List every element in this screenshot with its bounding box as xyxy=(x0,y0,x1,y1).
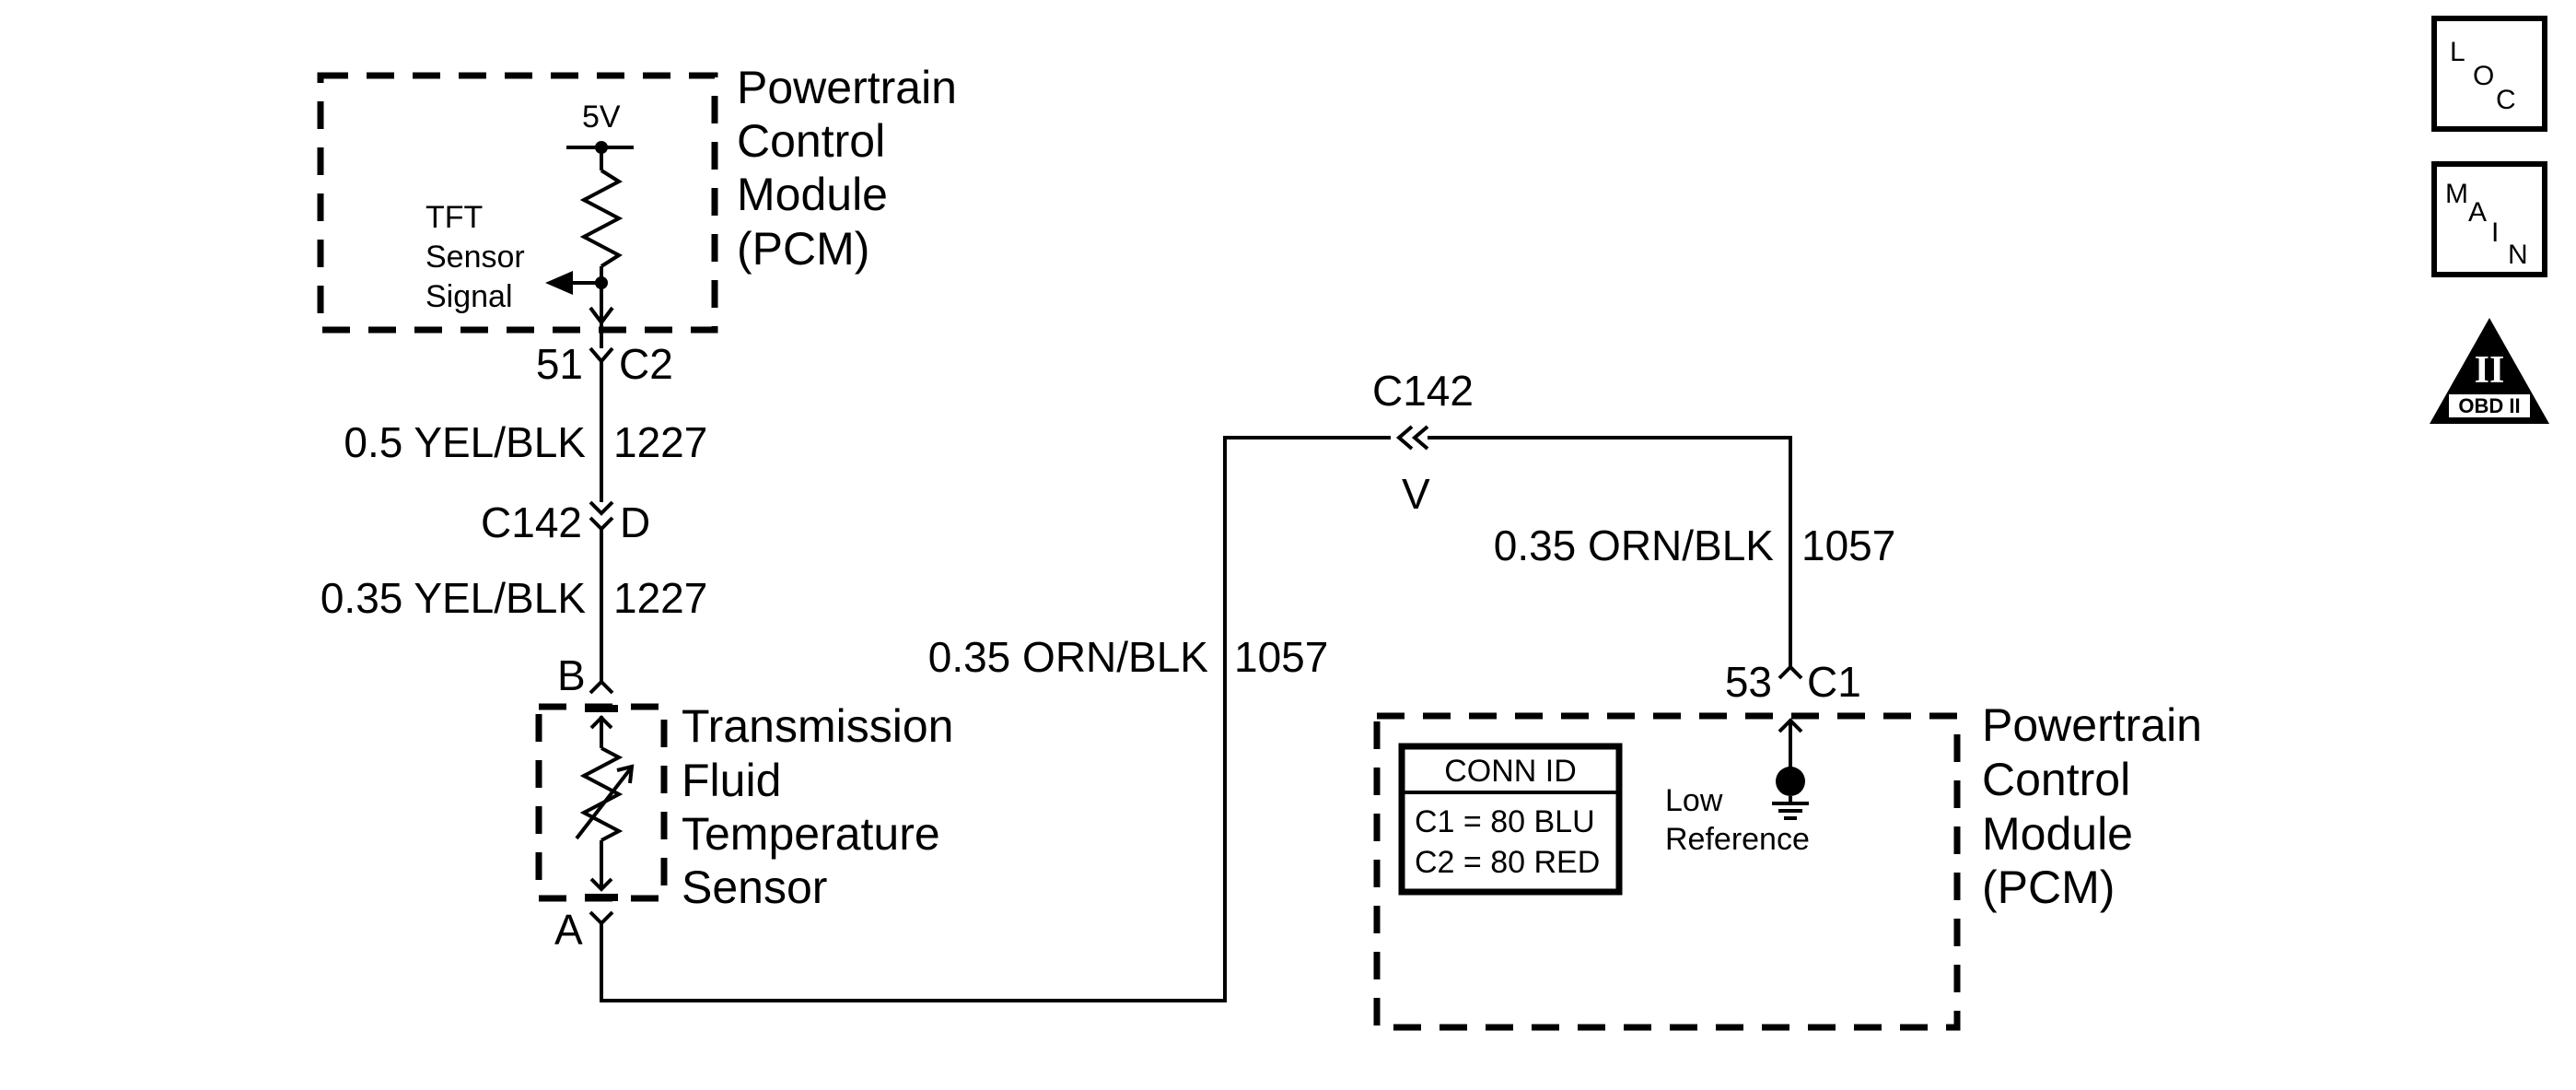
low-ref-label-line-2: Reference xyxy=(1665,822,1810,857)
sensor-name-line-2: Fluid xyxy=(682,755,781,806)
sensor-pin-a-chevron-icon xyxy=(589,910,614,926)
connector-c1-label: C1 xyxy=(1807,658,1861,706)
thermistor-symbol xyxy=(579,746,624,842)
pcm-bottom-title-line-1: Powertrain xyxy=(1982,699,2202,751)
loc-icon-frame xyxy=(2431,16,2547,132)
conn-id-row-1: C1 = 80 BLU xyxy=(1415,804,1595,839)
wire-1227-lower-gauge-color: 0.35 YEL/BLK xyxy=(321,574,586,622)
connector-c1-chevron-icon xyxy=(1778,664,1803,680)
loc-icon-letter-o: O xyxy=(2473,61,2494,91)
main-button[interactable]: M A I N xyxy=(2431,161,2547,277)
conn-id-frame xyxy=(1398,743,1623,896)
obd-ii-numeral: II xyxy=(2475,349,2505,392)
main-icon-letter-m: M xyxy=(2445,179,2468,209)
thermistor-variable-slash xyxy=(575,768,632,840)
sensor-pin-a-label: A xyxy=(554,906,583,954)
c142-d-pin-label: D xyxy=(620,498,650,546)
pcm-top-boundary xyxy=(317,72,718,334)
pin-51-label: 51 xyxy=(536,340,583,388)
obd-ii-button[interactable]: II OBD II xyxy=(2430,318,2549,424)
conn-id-table: CONN ID C1 = 80 BLU C2 = 80 RED xyxy=(1398,743,1623,896)
pcm-bottom-title-line-2: Control xyxy=(1982,754,2130,805)
sensor-pin-b-chevron-icon xyxy=(589,679,614,695)
low-ref-label-line-1: Low xyxy=(1665,783,1723,818)
c142-v-connector-label: C142 xyxy=(1372,367,1474,415)
pcm-bottom-title-line-4: (PCM) xyxy=(1982,861,2115,913)
pullup-resistor-symbol xyxy=(579,169,624,268)
loc-icon-letter-c: C xyxy=(2496,85,2516,115)
wire-1057-lower-circuit-number: 1057 xyxy=(1234,633,1328,681)
wire-1057-upper-circuit-number: 1057 xyxy=(1801,522,1895,569)
pcm-top-title-line-3: Module xyxy=(737,169,888,220)
pcm-top-module: Powertrain Control Module (PCM) 5V TFT S… xyxy=(317,62,957,348)
pin-51-chevron-icon xyxy=(589,306,614,326)
pin-53-label: 53 xyxy=(1725,658,1772,706)
pcm-bottom-title-line-3: Module xyxy=(1982,808,2133,860)
low-ref-arrow-icon xyxy=(1778,718,1803,733)
conn-id-row-2: C2 = 80 RED xyxy=(1415,845,1600,880)
pcm-bottom-boundary xyxy=(1373,712,1961,1031)
c142-d-chevron-lower-icon xyxy=(589,516,614,532)
conn-id-header: CONN ID xyxy=(1444,754,1577,789)
sensor-lead-top-arrow-icon xyxy=(589,715,613,730)
wire-1057-lower-gauge-color: 0.35 ORN/BLK xyxy=(928,633,1209,681)
obd-ii-caption-plate xyxy=(2449,394,2530,417)
signal-label-line-2: Sensor xyxy=(425,240,525,275)
wire-1227-lower-circuit-number: 1227 xyxy=(613,574,707,622)
wire-1227-upper-gauge-color: 0.5 YEL/BLK xyxy=(344,418,586,466)
pcm-top-title-line-2: Control xyxy=(737,115,885,167)
voltage-label: 5V xyxy=(582,100,621,135)
signal-arrow-icon xyxy=(545,271,573,295)
sensor-name-line-3: Temperature xyxy=(682,808,940,860)
tft-sensor: B A Transmission Fluid Temperature Senso… xyxy=(535,651,953,954)
sensor-name-line-1: Transmission xyxy=(682,700,953,752)
main-icon-letter-a: A xyxy=(2468,197,2487,228)
wire-1057-return-lower xyxy=(600,436,1391,1002)
signal-label-line-1: TFT xyxy=(425,200,483,235)
loc-icon-letter-l: L xyxy=(2450,37,2465,67)
sensor-pin-b-label: B xyxy=(557,651,586,699)
connector-c2-label: C2 xyxy=(619,340,673,388)
loc-button[interactable]: L O C xyxy=(2431,16,2547,132)
low-ref-node-dot xyxy=(1776,767,1805,796)
c142-v-chevron-left-icon xyxy=(1395,425,1414,451)
pcm-bottom-module: 53 C1 Powertrain Control Module (PCM) Lo… xyxy=(1373,658,2202,1031)
sensor-name-line-4: Sensor xyxy=(682,861,827,913)
main-icon-frame xyxy=(2431,161,2547,277)
main-icon-letter-n: N xyxy=(2508,240,2528,270)
c142-v-pin-label: V xyxy=(1402,470,1430,518)
c142-v-chevron-right-icon xyxy=(1411,425,1429,451)
wire-1057-upper-gauge-color: 0.35 ORN/BLK xyxy=(1494,522,1775,569)
connector-c2-chevron-icon xyxy=(589,346,614,365)
c142-d-connector-label: C142 xyxy=(481,498,582,546)
c142-d-chevron-upper-icon xyxy=(589,500,614,516)
wire-1057-return-upper xyxy=(1428,436,1792,667)
thermistor-variable-arrow-icon xyxy=(616,764,635,784)
pcm-top-title-line-4: (PCM) xyxy=(737,223,869,275)
pcm-top-title-line-1: Powertrain xyxy=(737,62,957,113)
wire-1227-upper-circuit-number: 1227 xyxy=(613,418,707,466)
sensor-lead-bottom-arrow-icon xyxy=(589,877,613,892)
obd-ii-caption: OBD II xyxy=(2458,394,2520,417)
signal-label-line-3: Signal xyxy=(425,279,513,314)
main-icon-letter-i: I xyxy=(2491,217,2499,248)
